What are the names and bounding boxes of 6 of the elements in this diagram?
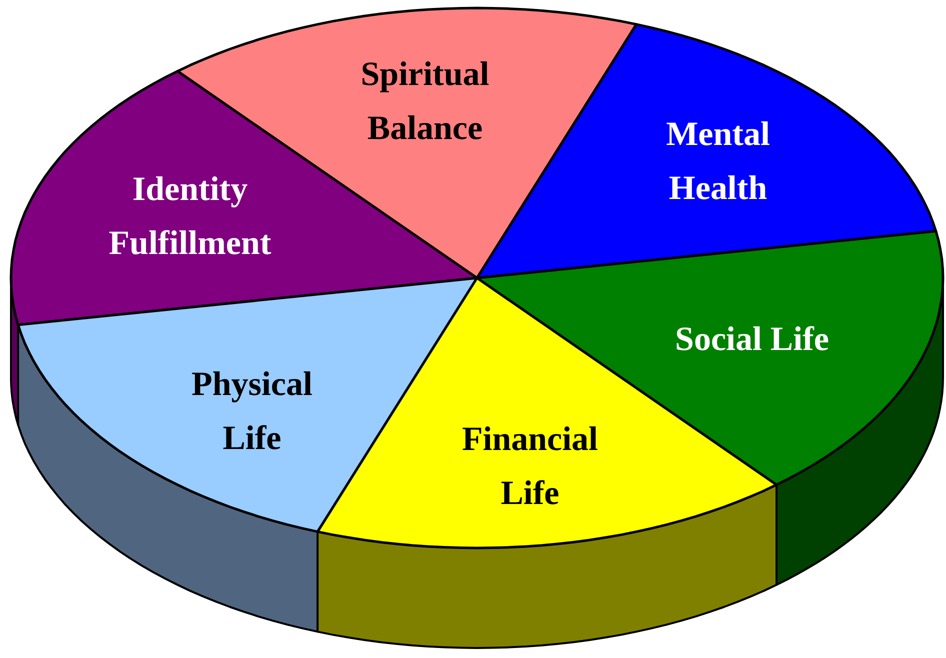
slice-label: Physical Life (192, 366, 312, 457)
slice-label: Social Life (675, 321, 829, 358)
slice-label: Identity Fulfillment (108, 171, 272, 262)
slice-label: Spiritual Balance (360, 56, 490, 147)
slice-label: Financial Life (462, 421, 598, 512)
slice-label: Mental Health (666, 116, 770, 207)
